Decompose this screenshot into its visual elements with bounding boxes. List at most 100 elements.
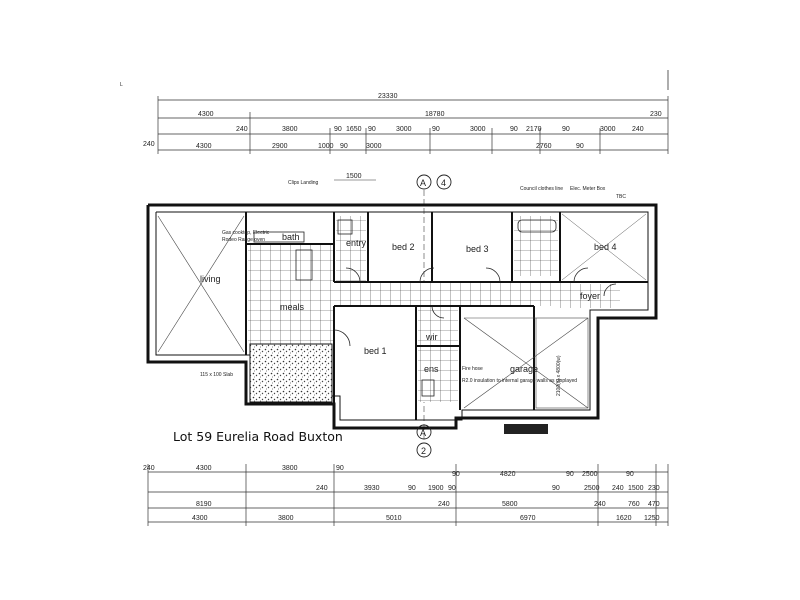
note-elec-meter: Elec. Meter Box [570,186,606,192]
dim-second-6: 2760 [536,143,552,150]
garage-door [504,424,548,434]
bathroom-tiled-floor [514,216,558,276]
living-ceiling-lines [157,215,245,353]
drawing-note-top-left: L [120,82,123,88]
dim-second-2: 2900 [272,143,288,150]
note-tbc: TBC [616,194,626,200]
bottom-dimension-lines [147,464,669,526]
kitchen-island [295,249,313,281]
dim-bottom-2-1: 240 [316,485,328,492]
door-swings [333,267,617,347]
note-rodeo-range: Rodeo Range oven [222,237,265,243]
dim-top-6: 90 [368,126,376,133]
dim-bottom-2-7: 90 [552,485,560,492]
foyer-tiled-floor [560,284,620,308]
dim-bottom-3-4: 760 [628,501,640,508]
dim-top-2: 240 [236,126,248,133]
svg-text:2: 2 [421,446,426,456]
dim-entry: 1500 [346,173,362,180]
dim-top-1: 4300 [198,111,214,118]
dim-bottom-2-5: 90 [448,485,456,492]
note-garage-size: 2100(h) x 4800(w) [556,355,562,396]
dim-top-3: 3800 [282,126,298,133]
interior-walls [245,212,648,420]
dim-bottom-2-11: 230 [648,485,660,492]
dim-top-total-right: 18780 [425,111,445,118]
dim-second-3: 1000 [318,143,334,150]
dim-bottom-2-10: 1500 [628,485,644,492]
svg-text:A: A [420,178,426,188]
dim-top-12: 90 [562,126,570,133]
dim-bottom-3-5: 470 [648,501,660,508]
meals-tiled-floor [248,244,334,346]
dim-bottom-2-8: 2500 [584,485,600,492]
kitchen-bench [253,231,305,243]
dim-top-7: 3000 [396,126,412,133]
room-bed-2: bed 2 [392,242,415,252]
dim-bottom-1-9: 90 [626,471,634,478]
dim-top-8: 90 [432,126,440,133]
dim-bottom-1-3: 3800 [282,465,298,472]
dim-top-9: 3000 [470,126,486,133]
dim-top-13: 3000 [600,126,616,133]
svg-text:4: 4 [441,178,446,188]
dim-bottom-1-5: 90 [452,471,460,478]
section-marker-bottom: A 2 [416,424,432,458]
dim-bottom-3-3: 240 [594,501,606,508]
alfresco-slab [249,343,333,403]
room-living: living [200,274,221,284]
dim-bottom-4-1: 4300 [192,515,208,522]
dim-second-5: 3000 [366,143,382,150]
room-bath: bath [282,232,300,242]
note-fire-hose: Fire hose [462,366,483,372]
room-ens: ens [424,364,439,374]
room-wir: wir [425,332,438,342]
dim-bottom-4-3: 5010 [386,515,402,522]
dim-second-1: 4300 [196,143,212,150]
dim-second-7: 90 [576,143,584,150]
bathtub [517,219,557,233]
dim-bottom-2-3: 90 [408,485,416,492]
dim-bottom-2-9: 240 [612,485,624,492]
hall-tiled-floor [330,282,578,306]
dim-bottom-4-5: 1620 [616,515,632,522]
dim-bottom-4-6: 1250 [644,515,660,522]
dim-bottom-1-8: 2500 [582,471,598,478]
dim-bottom-1-6: 4820 [500,471,516,478]
dim-top-5: 1650 [346,126,362,133]
dim-bottom-3-2: 240 [438,501,450,508]
top-dimension-lines [157,96,669,154]
dim-bottom-2-4: 1900 [428,485,444,492]
dim-bottom-4-4: 6970 [520,515,536,522]
ensuite-toilet [421,379,435,397]
dim-bottom-1-4: 90 [336,465,344,472]
garage-ceiling-lines [463,317,589,409]
dim-bottom-1-2: 4300 [196,465,212,472]
room-bed-3: bed 3 [466,244,489,254]
room-garage: garage [510,364,538,374]
svg-text:A: A [420,428,426,438]
note-concrete-slab: 115 x 100 Slab [200,372,233,378]
dim-top-14: 240 [632,126,644,133]
room-bed-4: bed 4 [594,242,617,252]
room-bed-1: bed 1 [364,346,387,356]
room-entry: entry [346,238,367,248]
dim-top-10: 90 [510,126,518,133]
dim-bottom-3-1: 8190 [196,501,212,508]
note-council-clothes: Council clothes line [520,186,563,192]
dim-bottom-1-1: 240 [143,465,155,472]
dim-bottom-2-2: 3930 [364,485,380,492]
dim-second-4: 90 [340,143,348,150]
dim-bottom-4-2: 3800 [278,515,294,522]
plan-caption: Lot 59 Eurelia Road Buxton [173,429,343,444]
dim-top-4: 90 [334,126,342,133]
note-clips-landing: Clips Landing [288,180,319,186]
room-meals: meals [280,302,305,312]
dim-top-11: 2170 [526,126,542,133]
dim-bottom-1-7: 90 [566,471,574,478]
laundry-tub [337,219,353,235]
note-gas-cooktop: Gas cooktop, Electric [222,230,270,236]
dim-side-left: 240 [143,141,155,148]
note-insulation: R2.0 insulation to internal garage walls… [462,378,577,384]
laundry-tiled-floor [336,216,366,282]
